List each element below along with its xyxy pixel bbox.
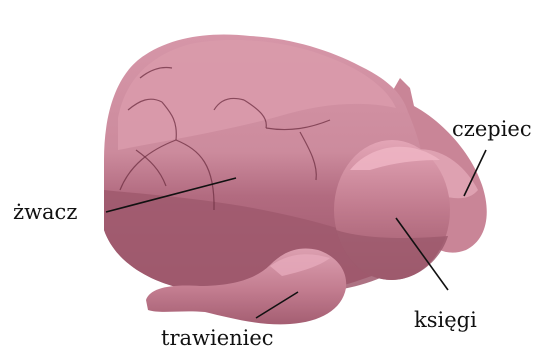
label-abomasum: trawieniec xyxy=(161,326,274,350)
label-reticulum: czepiec xyxy=(452,117,532,141)
label-rumen: żwacz xyxy=(13,200,77,224)
omasum-organ xyxy=(334,140,450,280)
label-omasum: księgi xyxy=(414,308,477,332)
